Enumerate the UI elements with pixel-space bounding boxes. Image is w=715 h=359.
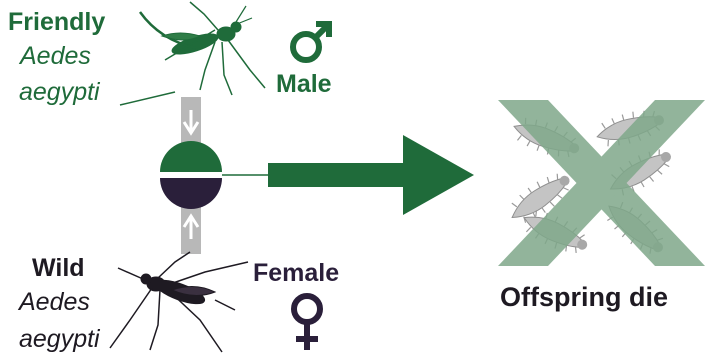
friendly-species-genus: Aedes <box>20 44 91 69</box>
friendly-species-name: aegypti <box>19 80 100 105</box>
cross-icon <box>498 100 705 266</box>
female-label: Female <box>253 261 339 286</box>
female-symbol-icon <box>294 296 320 350</box>
wild-species-name: aegypti <box>19 327 100 352</box>
wild-title: Wild <box>32 256 85 281</box>
friendly-title: Friendly <box>8 10 105 35</box>
offspring-die-label: Offspring die <box>500 284 668 311</box>
result-arrow-icon <box>268 135 474 215</box>
male-label: Male <box>276 72 332 97</box>
male-symbol-icon <box>293 24 329 60</box>
mating-union-icon <box>160 141 222 209</box>
wild-species-genus: Aedes <box>19 290 90 315</box>
male-mosquito-icon <box>120 2 265 105</box>
female-mosquito-icon <box>110 252 248 352</box>
